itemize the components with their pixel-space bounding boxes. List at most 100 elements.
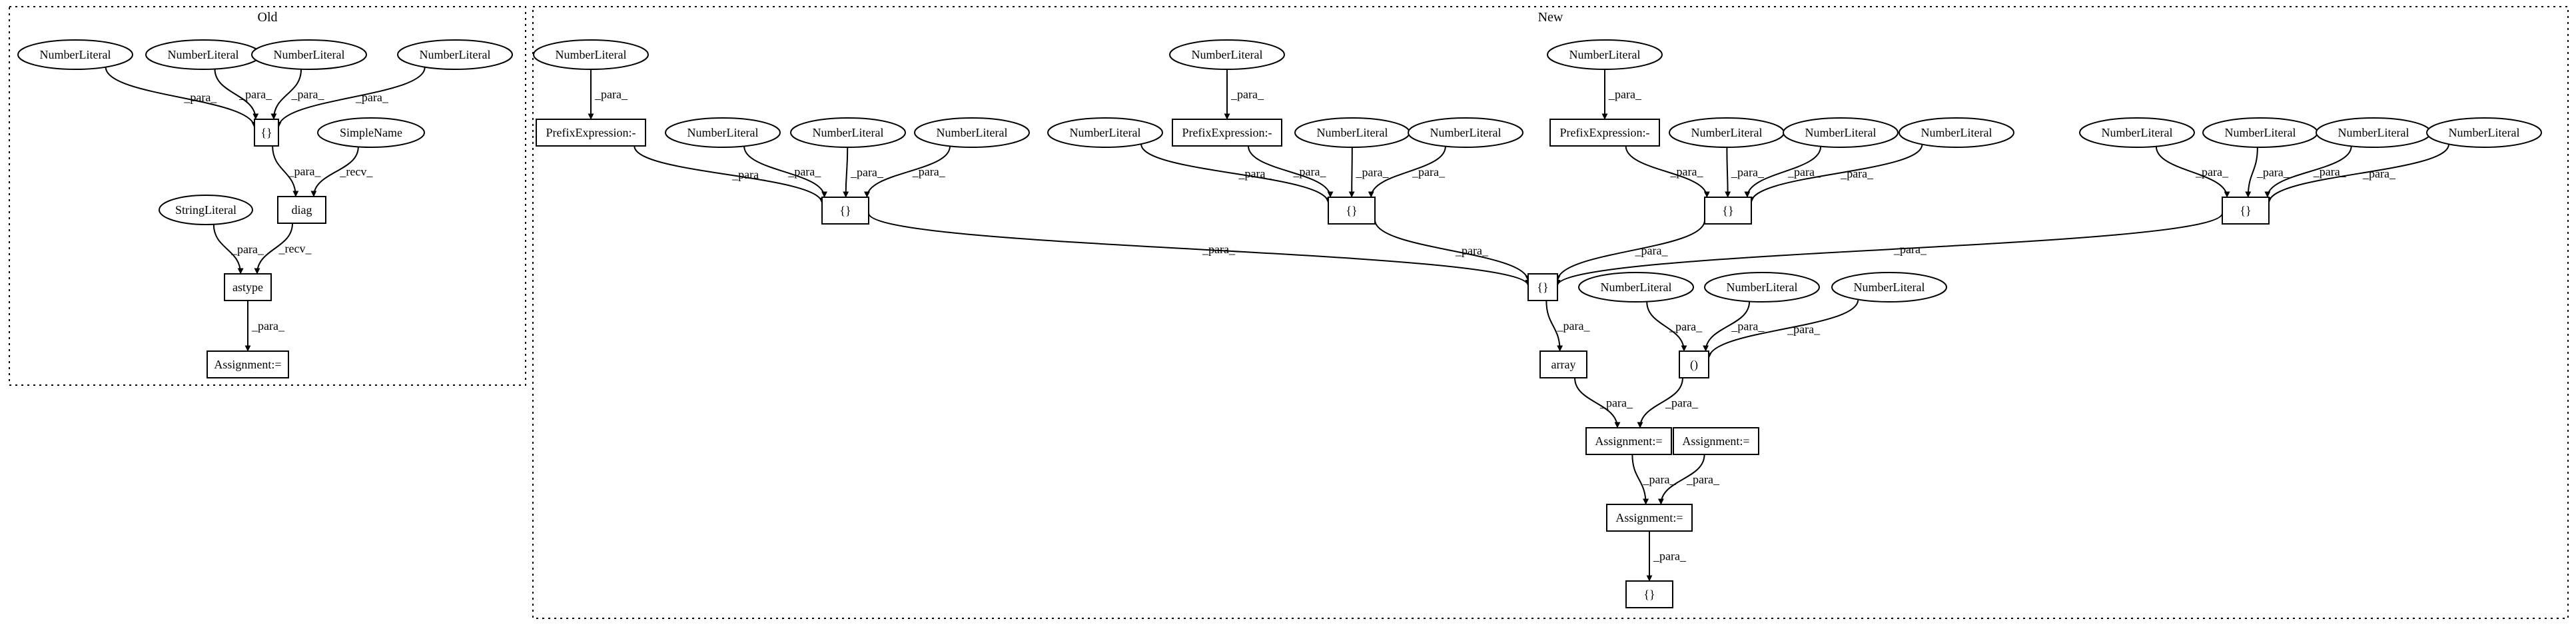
edge-n_braces_c-to-n_braces_main — [1554, 220, 1705, 282]
edge-o_diag-to-o_astype — [254, 223, 294, 275]
node-label: NumberLiteral — [420, 48, 491, 61]
edge-n_parens-to-n_assign1 — [1637, 377, 1683, 428]
node-label: PrefixExpression:- — [1182, 126, 1272, 139]
edge-label: _para_ — [2256, 165, 2290, 179]
edge-label: _para_ — [1238, 167, 1272, 181]
node-label: NumberLiteral — [1569, 48, 1641, 61]
node-numberliteral: NumberLiteral — [17, 39, 133, 70]
node-box — [2222, 197, 2270, 225]
edge-label: _recv_ — [339, 165, 373, 179]
edge-o_simplename-to-o_diag — [310, 147, 359, 197]
edge-label: _para_ — [1665, 396, 1699, 410]
node-ellipse — [2079, 117, 2195, 148]
node-label: NumberLiteral — [274, 48, 345, 61]
node-label: astype — [232, 281, 263, 294]
node-ellipse — [1169, 39, 1285, 70]
edge-n_nl_a4-to-n_braces_a — [864, 146, 951, 198]
node-ellipse — [397, 39, 513, 70]
node-box — [536, 119, 646, 147]
node-numberliteral: NumberLiteral — [1169, 39, 1285, 70]
node-label: Assignment:= — [1682, 434, 1749, 448]
node-array: array — [1539, 350, 1587, 378]
node-ellipse — [790, 117, 906, 148]
node-ellipse — [1547, 39, 1663, 70]
node-numberliteral: NumberLiteral — [914, 117, 1030, 148]
node-label: NumberLiteral — [1070, 126, 1141, 139]
node-label: NumberLiteral — [937, 126, 1008, 139]
node-box — [821, 197, 869, 225]
node-ellipse — [159, 195, 253, 225]
node-braces: {} — [2222, 197, 2270, 225]
node-label: array — [1551, 358, 1576, 371]
node-numberliteral: NumberLiteral — [1408, 117, 1523, 148]
edge-n_nl_e1-to-n_parens — [1646, 301, 1687, 352]
node-prefixexpression: PrefixExpression:- — [1549, 119, 1660, 147]
node-ellipse — [1783, 117, 1899, 148]
edge-label: _para_ — [594, 88, 628, 101]
node-numberliteral: NumberLiteral — [397, 39, 513, 70]
edge-label: _para_ — [1643, 473, 1677, 486]
edge-n_nl_d1-to-n_braces_d — [2155, 146, 2230, 198]
cluster-title-old: Old — [258, 10, 278, 25]
node-label: NumberLiteral — [1854, 281, 1925, 294]
edge-o_nl1-to-o_braces — [105, 67, 258, 129]
node-assignment: Assignment:= — [1606, 504, 1693, 532]
node-numberliteral: NumberLiteral — [2202, 117, 2318, 148]
edge-label: _para_ — [1355, 165, 1389, 179]
edge-label: _para_ — [1412, 165, 1446, 179]
edge-label: _para_ — [1787, 322, 1821, 336]
node-box — [1172, 119, 1282, 147]
node-label: NumberLiteral — [168, 48, 239, 61]
edge-label: _para_ — [850, 165, 884, 179]
edge-label: _para_ — [1608, 88, 1642, 101]
node-label: StringLiteral — [175, 203, 236, 217]
node-box — [1328, 197, 1376, 225]
edge-label: _para_ — [288, 165, 322, 178]
edge-label: _para_ — [1840, 167, 1874, 180]
node-assignment: Assignment:= — [207, 350, 289, 378]
node-ellipse — [251, 39, 367, 70]
edge-n_nl_c4-to-n_braces_c — [1748, 144, 1923, 203]
edge-label: _para_ — [2362, 167, 2396, 180]
edge-o_nl3-to-o_braces — [270, 69, 302, 120]
node-label: {} — [2240, 204, 2251, 217]
node-prefixexpression: PrefixExpression:- — [1172, 119, 1282, 147]
node-label: SimpleName — [340, 126, 402, 139]
edge-label: _para_ — [355, 91, 389, 104]
node-ellipse — [317, 117, 425, 148]
edge-n_prefix_b-to-n_braces_b — [1247, 145, 1334, 198]
edge-n_nl_b0-to-n_braces_b — [1140, 143, 1332, 204]
node-ellipse — [1831, 272, 1947, 303]
node-box — [277, 196, 326, 224]
edges-layer: _para_ _para_ _para_ _para_ _para_ _recv_ _par… — [105, 67, 2449, 582]
node-box — [1527, 273, 1558, 301]
node-diag: diag — [277, 196, 326, 224]
node-numberliteral: NumberLiteral — [1831, 272, 1947, 303]
cluster-old — [9, 6, 526, 386]
node-assignment: Assignment:= — [1585, 427, 1672, 455]
edge-label: _para_ — [1230, 88, 1264, 101]
node-label: Assignment:= — [214, 358, 281, 371]
edge-n_braces_b-to-n_braces_main — [1374, 219, 1531, 282]
edge-o_braces-to-o_diag — [272, 145, 299, 197]
node-label: NumberLiteral — [813, 126, 884, 139]
edge-label: _para_ — [2195, 165, 2229, 179]
edge-n_nl_b3-to-n_braces_b — [1368, 146, 1446, 198]
edge-label: _para_ — [2313, 165, 2347, 179]
node-box — [207, 350, 289, 378]
node-numberliteral: NumberLiteral — [665, 117, 781, 148]
edge-n_braces_d-to-n_braces_main — [1554, 213, 2223, 287]
node-box — [1585, 427, 1672, 455]
edge-n_nl_a3-to-n_braces_a — [843, 147, 849, 198]
node-label: NumberLiteral — [2225, 126, 2296, 139]
node-ellipse — [17, 39, 133, 70]
node-braces: () — [1679, 350, 1709, 378]
edge-o_nl4-to-o_braces — [275, 67, 426, 129]
node-numberliteral: NumberLiteral — [1294, 117, 1410, 148]
node-label: NumberLiteral — [1691, 126, 1763, 139]
edge-label: _para_ — [1669, 320, 1703, 333]
node-label: () — [1690, 358, 1698, 372]
node-box — [254, 119, 279, 147]
